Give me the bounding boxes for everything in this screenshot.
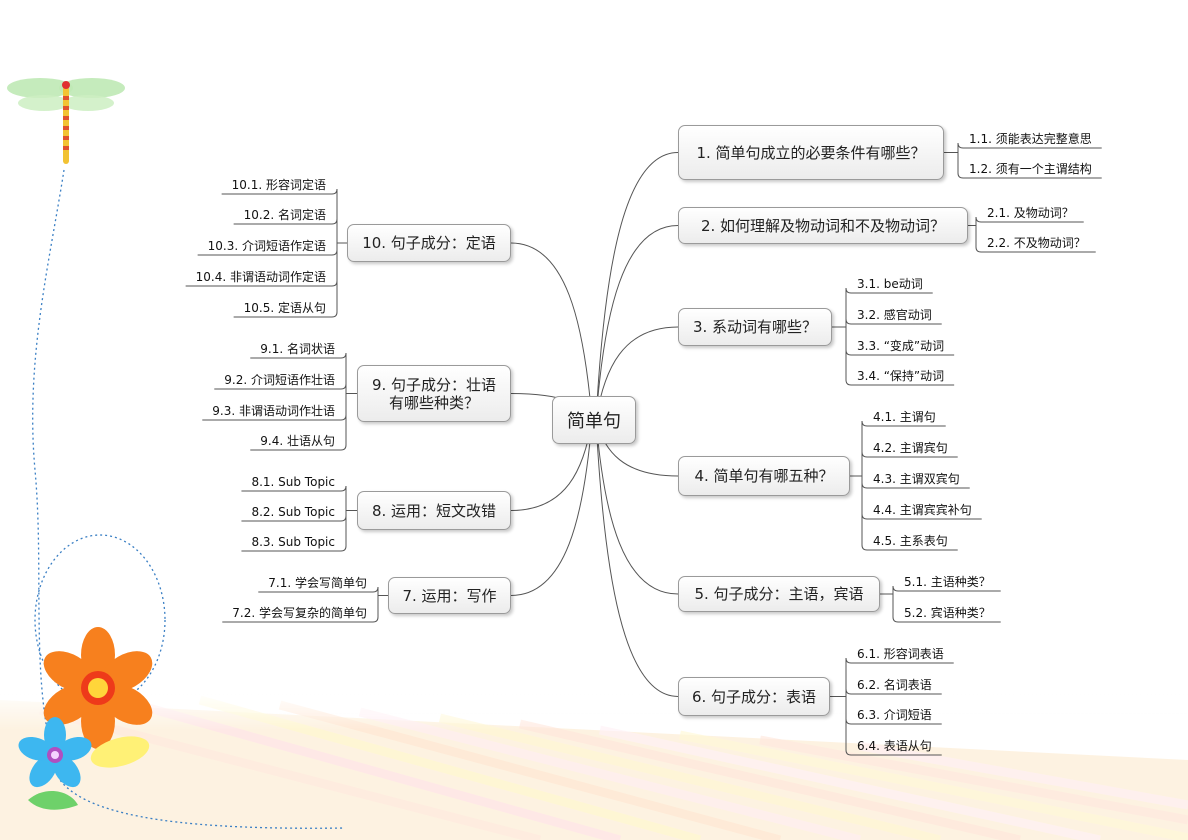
connector-subtopic-3-4 (845, 327, 955, 386)
connector-subtopic-10-2 (233, 218, 338, 243)
connector-topic-10 (510, 242, 593, 421)
topic-label: 7. 运用：写作 (402, 586, 497, 605)
connector-subtopic-5-2 (892, 594, 1001, 623)
central-topic-label: 简单句 (567, 411, 621, 432)
topic-label-line-1: 9. 句子成分：壮语 (371, 375, 497, 394)
subtopic-6-2[interactable]: 6.2. 名词表语 (857, 678, 932, 692)
topic-label-line-2: 有哪些种类？ (388, 393, 479, 412)
leaf-green (28, 790, 78, 810)
connector-topic-7 (510, 419, 593, 596)
topic-9[interactable]: 9. 句子成分：壮语 有哪些种类？ (357, 365, 511, 422)
flower-orange-icon (43, 627, 153, 749)
subtopic-2-1[interactable]: 2.1. 及物动词？ (987, 206, 1074, 220)
subtopic-9-1[interactable]: 9.1. 名词状语 (260, 342, 335, 356)
connector-subtopic-1-1 (957, 142, 1102, 153)
topic-6[interactable]: 6. 句子成分：表语 (678, 677, 830, 716)
connector-subtopic-7-2 (222, 595, 379, 623)
subtopic-6-4[interactable]: 6.4. 表语从句 (857, 739, 932, 753)
subtopic-1-1[interactable]: 1.1. 须能表达完整意思 (969, 132, 1092, 146)
subtopic-10-3[interactable]: 10.3. 介词短语作定语 (207, 239, 326, 253)
subtopic-9-4[interactable]: 9.4. 壮语从句 (260, 434, 335, 448)
topic-label: 3. 系动词有哪些？ (692, 318, 818, 336)
connector-subtopic-6-2 (845, 688, 942, 697)
subtopic-9-3[interactable]: 9.3. 非谓语动词作壮语 (212, 404, 335, 418)
subtopic-8-3[interactable]: 8.3. Sub Topic (251, 535, 335, 549)
connector-subtopic-9-2 (214, 383, 347, 394)
subtopic-10-5[interactable]: 10.5. 定语从句 (243, 301, 326, 315)
connector-subtopic-8-1 (241, 485, 347, 511)
subtopic-4-3[interactable]: 4.3. 主谓双宾句 (873, 472, 960, 486)
connector-subtopic-7-1 (258, 586, 379, 596)
topic-2[interactable]: 2. 如何理解及物动词和不及物动词？ (678, 207, 968, 244)
connector-subtopic-6-4 (845, 696, 942, 756)
connector-subtopic-9-4 (250, 393, 347, 451)
connector-subtopic-2-2 (975, 225, 1096, 253)
topic-label: 1. 简单句成立的必要条件有哪些？ (696, 143, 926, 162)
subtopic-6-3[interactable]: 6.3. 介词短语 (857, 708, 932, 722)
subtopic-10-1[interactable]: 10.1. 形容词定语 (231, 178, 326, 192)
subtopic-6-1[interactable]: 6.1. 形容词表语 (857, 647, 944, 661)
subtopic-7-2[interactable]: 7.2. 学会写复杂的简单句 (232, 606, 367, 620)
topic-label: 4. 简单句有哪五种？ (694, 467, 834, 485)
topic-5[interactable]: 5. 句子成分：主语，宾语 (678, 576, 880, 612)
subtopic-4-5[interactable]: 4.5. 主系表句 (873, 534, 948, 548)
topic-label: 9. 句子成分：壮语 有哪些种类？ (372, 376, 496, 412)
connector-subtopic-8-3 (241, 510, 347, 552)
subtopic-4-1[interactable]: 4.1. 主谓句 (873, 410, 936, 424)
subtopic-3-2[interactable]: 3.2. 感官动词 (857, 308, 932, 322)
connector-subtopic-1-2 (957, 152, 1102, 179)
connector-topic-5 (595, 419, 679, 595)
connector-subtopic-5-1 (892, 585, 1001, 594)
connector-subtopic-9-1 (250, 352, 347, 394)
subtopic-10-2[interactable]: 10.2. 名词定语 (243, 208, 326, 222)
subtopic-7-1[interactable]: 7.1. 学会写简单句 (268, 576, 367, 590)
subtopic-5-1[interactable]: 5.1. 主语种类？ (904, 575, 991, 589)
topic-label: 5. 句子成分：主语，宾语 (694, 585, 864, 603)
dotted-loop (34, 534, 166, 706)
connector-topic-6 (595, 419, 679, 697)
topic-3[interactable]: 3. 系动词有哪些？ (678, 308, 832, 346)
topic-label: 2. 如何理解及物动词和不及物动词？ (700, 216, 946, 235)
connector-subtopic-4-1 (861, 420, 946, 476)
subtopic-3-3[interactable]: 3.3. “变成”动词 (857, 339, 945, 353)
subtopic-3-1[interactable]: 3.1. be动词 (857, 277, 923, 291)
stripe-background (0, 690, 1188, 840)
topic-7[interactable]: 7. 运用：写作 (388, 577, 511, 614)
connector-subtopic-2-1 (975, 216, 1084, 226)
subtopic-8-1[interactable]: 8.1. Sub Topic (251, 475, 335, 489)
subtopic-4-2[interactable]: 4.2. 主谓宾句 (873, 441, 948, 455)
connector-topic-2 (595, 225, 679, 421)
topic-4[interactable]: 4. 简单句有哪五种？ (678, 456, 850, 496)
connector-subtopic-10-1 (221, 188, 338, 243)
connector-subtopic-3-1 (845, 287, 933, 327)
flower-yellow-leaf (90, 736, 150, 768)
subtopic-10-4[interactable]: 10.4. 非谓语动词作定语 (195, 270, 326, 284)
connector-subtopic-10-5 (233, 243, 338, 318)
connector-subtopic-6-1 (845, 657, 954, 697)
topic-8[interactable]: 8. 运用：短文改错 (357, 491, 511, 530)
topic-1[interactable]: 1. 简单句成立的必要条件有哪些？ (678, 125, 944, 180)
subtopic-8-2[interactable]: 8.2. Sub Topic (251, 505, 335, 519)
subtopic-4-4[interactable]: 4.4. 主谓宾宾补句 (873, 503, 972, 517)
flower-blue-icon (18, 717, 92, 788)
topic-label: 8. 运用：短文改错 (371, 501, 497, 520)
subtopic-9-2[interactable]: 9.2. 介词短语作壮语 (224, 373, 335, 387)
connector-topic-1 (595, 152, 679, 421)
subtopic-5-2[interactable]: 5.2. 宾语种类？ (904, 606, 991, 620)
subtopic-2-2[interactable]: 2.2. 不及物动词？ (987, 236, 1086, 250)
connector-subtopic-4-2 (861, 451, 958, 476)
topic-label: 10. 句子成分：定语 (362, 234, 496, 252)
subtopic-1-2[interactable]: 1.2. 须有一个主谓结构 (969, 162, 1092, 176)
connector-subtopic-4-5 (861, 476, 958, 551)
topic-label: 6. 句子成分：表语 (691, 687, 817, 706)
subtopic-3-4[interactable]: 3.4. “保持”动词 (857, 369, 945, 383)
central-topic[interactable]: 简单句 (552, 396, 636, 444)
dragonfly-icon (7, 78, 125, 164)
connector-subtopic-3-2 (845, 318, 942, 327)
topic-10[interactable]: 10. 句子成分：定语 (347, 224, 511, 262)
